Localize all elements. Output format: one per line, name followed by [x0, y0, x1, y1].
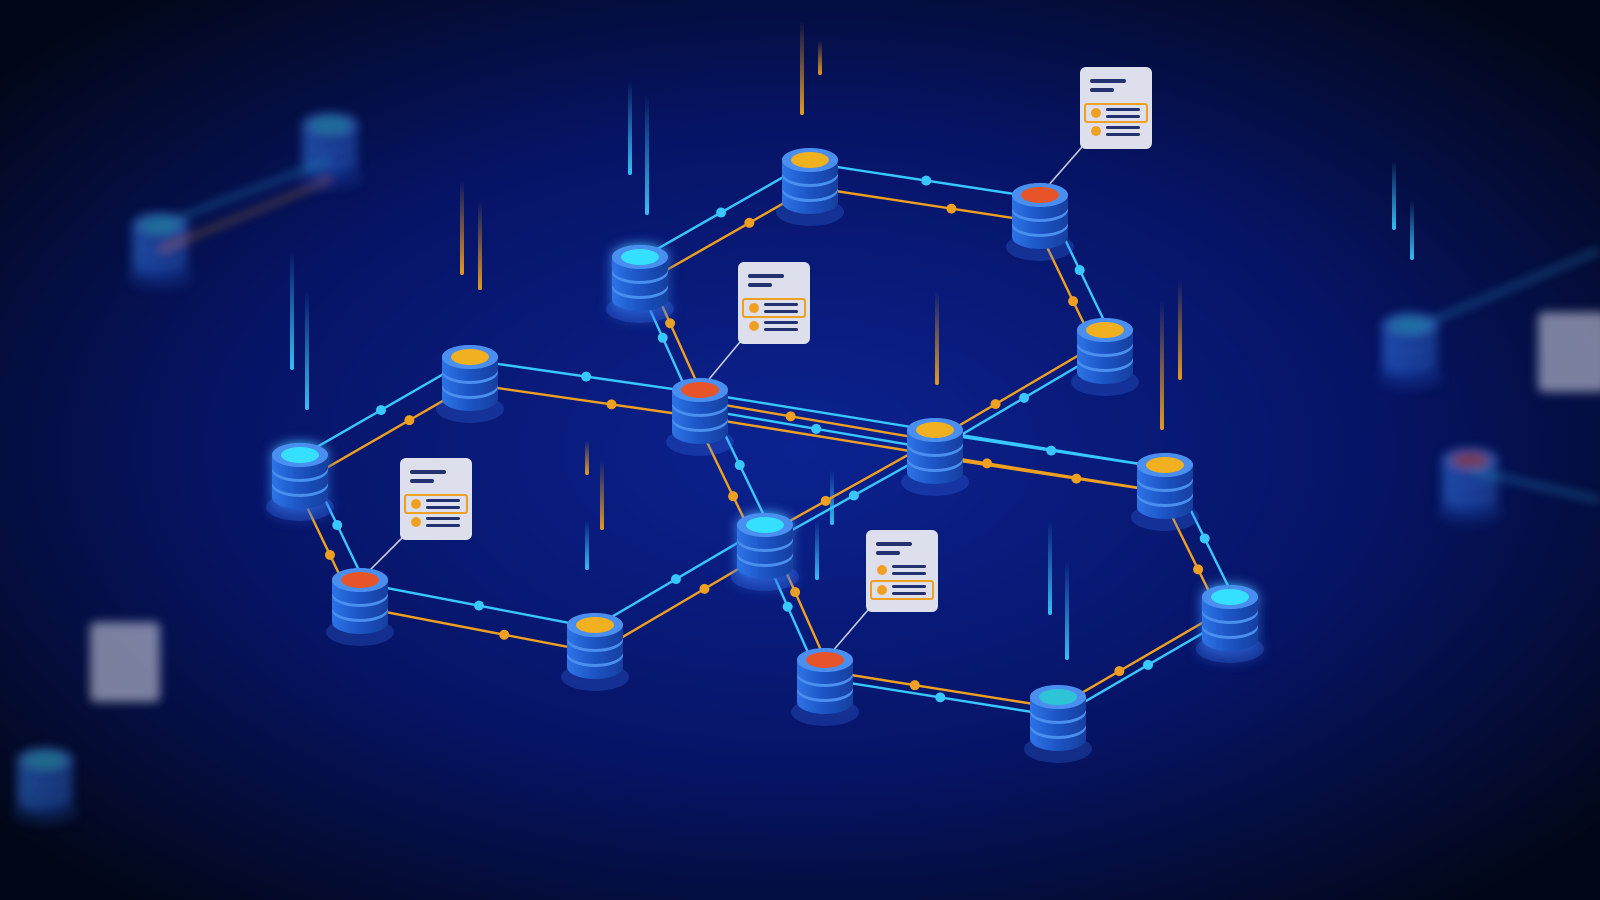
- data-streak: [1065, 560, 1069, 660]
- check-circle-icon: [1091, 126, 1101, 136]
- data-streak: [1392, 160, 1396, 230]
- data-streak: [478, 200, 482, 290]
- link-packet-dot: [606, 399, 617, 410]
- link-packet-dot: [1199, 533, 1210, 544]
- link-packet-dot: [581, 371, 592, 382]
- data-streak: [1048, 520, 1052, 615]
- data-streak: [585, 440, 589, 475]
- database-icon: [1024, 685, 1092, 763]
- link-packet-dot: [734, 460, 745, 471]
- link-packet-dot: [665, 318, 676, 329]
- data-streak: [305, 290, 309, 410]
- link-packet-dot: [785, 411, 796, 422]
- link-packet-dot: [820, 495, 831, 506]
- data-streak: [1410, 200, 1414, 260]
- link-packet-dot: [935, 692, 946, 703]
- database-icon: [776, 148, 844, 226]
- network-link: [358, 605, 594, 654]
- link-packet-dot: [1114, 666, 1125, 677]
- checklist-card-icon: [866, 530, 938, 612]
- checklist-card-icon: [400, 458, 472, 540]
- checklist-card-icon: [90, 622, 160, 702]
- data-streak: [628, 80, 632, 175]
- check-circle-icon: [749, 321, 759, 331]
- data-streak: [585, 520, 589, 570]
- check-circle-icon: [411, 517, 421, 527]
- link-packet-dot: [657, 332, 668, 343]
- network-link: [808, 185, 1039, 224]
- checklist-card-icon: [1080, 67, 1152, 149]
- check-circle-icon: [1091, 108, 1101, 118]
- network-nodes: [266, 148, 1264, 763]
- database-icon: [1006, 183, 1074, 261]
- data-streak: [935, 290, 939, 385]
- link-packet-dot: [1143, 659, 1154, 670]
- data-streak: [818, 40, 822, 75]
- link-packet-dot: [699, 583, 710, 594]
- link-packet-dot: [1074, 265, 1085, 276]
- link-packet-dot: [909, 680, 920, 691]
- database-icon: [1196, 585, 1264, 663]
- checklist-card-icon: [1538, 312, 1600, 392]
- database-icon: [1436, 448, 1504, 526]
- check-circle-icon: [749, 303, 759, 313]
- link-packet-dot: [921, 175, 932, 186]
- database-icon: [1131, 453, 1199, 531]
- database-icon: [11, 748, 79, 826]
- data-streak: [460, 180, 464, 275]
- link-packet-dot: [1068, 296, 1079, 307]
- link-packet-dot: [982, 458, 993, 469]
- data-streak: [800, 20, 804, 115]
- database-icon: [1071, 318, 1139, 396]
- database-icon: [266, 443, 334, 521]
- data-streak: [1178, 280, 1182, 380]
- link-packet-dot: [848, 490, 859, 501]
- link-packet-dot: [728, 491, 739, 502]
- database-icon: [666, 378, 734, 456]
- checklist-card-icon: [738, 262, 810, 344]
- link-packet-dot: [811, 423, 822, 434]
- link-packet-dot: [670, 574, 681, 585]
- check-circle-icon: [877, 585, 887, 595]
- data-streaks: [290, 20, 1414, 660]
- link-packet-dot: [946, 203, 957, 214]
- network-link: [468, 382, 700, 419]
- database-icon: [731, 513, 799, 591]
- data-streak: [1160, 300, 1164, 430]
- link-packet-dot: [404, 415, 415, 426]
- database-icon: [791, 648, 859, 726]
- link-packet-dot: [474, 600, 485, 611]
- network-link: [826, 669, 1060, 710]
- link-packet-dot: [499, 629, 510, 640]
- link-packet-dot: [716, 207, 727, 218]
- data-streak: [645, 95, 649, 215]
- link-packet-dot: [376, 405, 387, 416]
- transaction-cards: [400, 67, 1152, 612]
- link-packet-dot: [332, 520, 343, 531]
- database-icon: [126, 213, 194, 291]
- link-packet-dot: [990, 399, 1001, 410]
- data-streak: [815, 520, 819, 580]
- background-blurred-nodes: [11, 113, 1600, 826]
- database-icon: [901, 418, 969, 496]
- database-icon: [436, 345, 504, 423]
- database-icon: [561, 613, 629, 691]
- check-circle-icon: [877, 565, 887, 575]
- data-streak: [290, 250, 294, 370]
- link-packet-dot: [790, 587, 801, 598]
- link-packet-dot: [782, 601, 793, 612]
- link-packet-dot: [1019, 392, 1030, 403]
- data-streak: [600, 460, 604, 530]
- link-packet-dot: [744, 217, 755, 228]
- database-icon: [606, 245, 674, 323]
- database-icon: [296, 113, 364, 191]
- check-circle-icon: [411, 499, 421, 509]
- link-packet-dot: [324, 549, 335, 560]
- database-icon: [1376, 313, 1444, 391]
- network-link: [701, 399, 937, 443]
- link-packet-dot: [1193, 564, 1204, 575]
- database-icon: [326, 568, 394, 646]
